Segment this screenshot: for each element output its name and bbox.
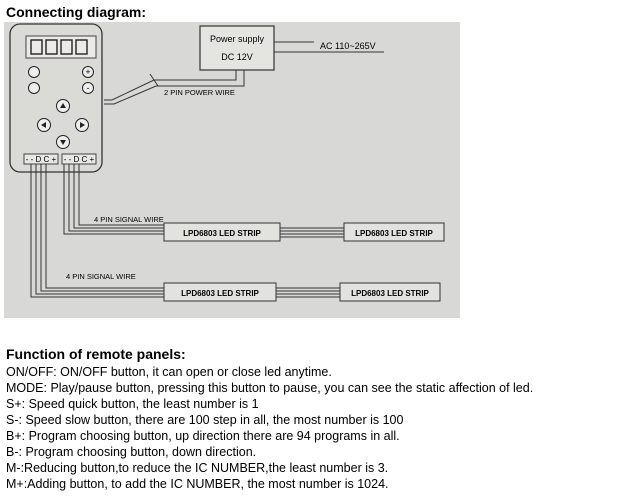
- minus-button: -: [82, 82, 94, 94]
- power-button: [28, 66, 40, 78]
- function-item-mode: MODE: Play/pause button, pressing this b…: [6, 381, 534, 395]
- led-strip-1a: LPD6803 LED STRIP: [163, 222, 281, 242]
- function-item-m-minus: M-:Reducing button,to reduce the IC NUMB…: [6, 461, 389, 475]
- led-strip-label-2b: LPD6803 LED STRIP: [351, 289, 429, 298]
- function-item-speed-plus: S+: Speed quick button, the least number…: [6, 397, 259, 411]
- signal-wire-label-1: 4 PIN SIGNAL WIRE: [94, 215, 164, 224]
- functions-list: ON/OFF: ON/OFF button, it can open or cl…: [6, 364, 533, 492]
- controller-box: + - - - D C + - - D C +: [9, 23, 103, 173]
- dc-label: DC 12V: [221, 52, 253, 62]
- signal-wire-2: [30, 164, 340, 298]
- power-wire-label: 2 PIN POWER WIRE: [164, 88, 235, 97]
- function-item-on-off: ON/OFF: ON/OFF button, it can open or cl…: [6, 365, 332, 379]
- led-strip-1b: LPD6803 LED STRIP: [343, 222, 445, 242]
- plus-button: +: [82, 66, 94, 78]
- power-supply-box: Power supply DC 12V: [199, 25, 275, 71]
- led-strip-label-1a: LPD6803 LED STRIP: [183, 229, 261, 238]
- ac-input-wire: [274, 41, 384, 53]
- functions-heading: Function of remote panels:: [6, 346, 186, 362]
- ac-label: AC 110~265V: [320, 41, 376, 51]
- svg-text:+: +: [85, 67, 90, 77]
- svg-text:-: -: [87, 83, 90, 93]
- function-item-program-minus: B-: Program choosing button, down direct…: [6, 445, 257, 459]
- function-item-m-plus: M+:Adding button, to add the IC NUMBER, …: [6, 477, 389, 491]
- terminal-label-2: - - D C +: [64, 155, 95, 164]
- function-item-program-plus: B+: Program choosing button, up directio…: [6, 429, 400, 443]
- function-item-speed-minus: S-: Speed slow button, there are 100 ste…: [6, 413, 404, 427]
- led-strip-label-2a: LPD6803 LED STRIP: [181, 289, 259, 298]
- led-strip-label-1b: LPD6803 LED STRIP: [355, 229, 433, 238]
- led-strip-2b: LPD6803 LED STRIP: [339, 282, 441, 302]
- up-arrow-button: [56, 99, 70, 113]
- signal-wire-label-2: 4 PIN SIGNAL WIRE: [66, 272, 136, 281]
- terminal-label-1: - - D C +: [26, 155, 57, 164]
- power-supply-label: Power supply: [210, 34, 265, 44]
- diagram-svg: + - - - D C + - - D C + Power supply DC …: [9, 23, 445, 302]
- connecting-diagram-heading: Connecting diagram:: [6, 4, 147, 20]
- digit-display: [30, 39, 88, 55]
- mode-button: [28, 82, 40, 94]
- connecting-diagram-photo: + - - - D C + - - D C + Power supply DC …: [4, 22, 460, 318]
- led-strip-2a: LPD6803 LED STRIP: [163, 282, 277, 302]
- right-arrow-button: [75, 118, 89, 132]
- signal-wire-1: [63, 164, 344, 238]
- left-arrow-button: [37, 118, 51, 132]
- power-wire: [104, 70, 245, 105]
- down-arrow-button: [56, 135, 70, 149]
